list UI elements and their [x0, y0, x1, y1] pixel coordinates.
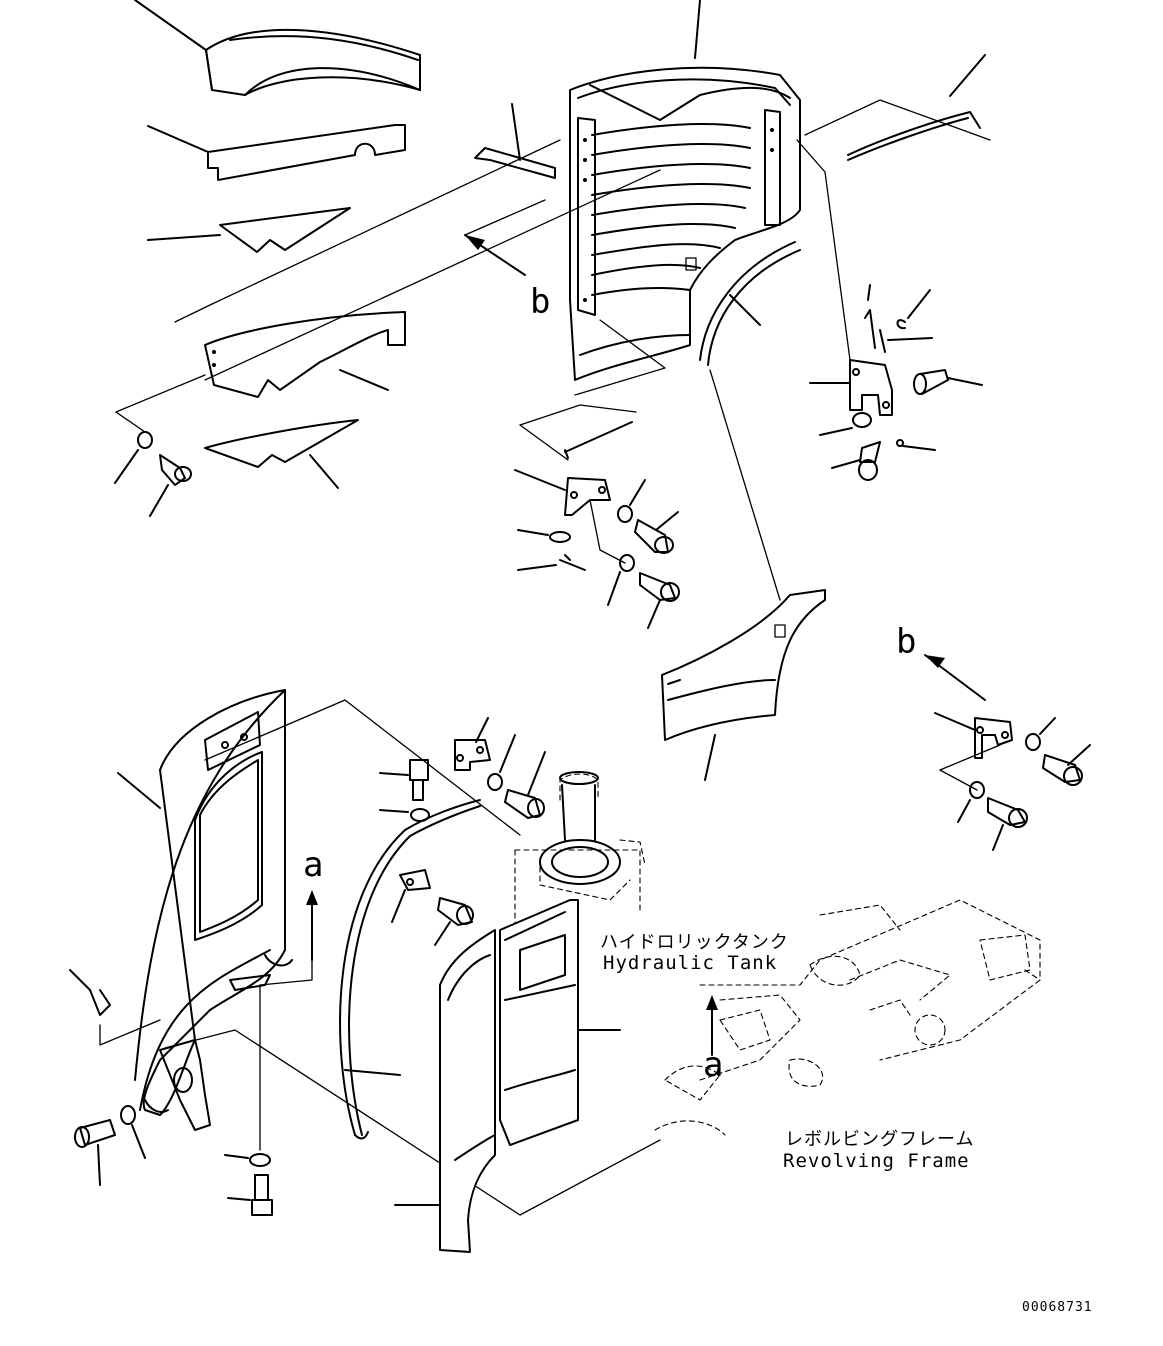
bolt-bottom-center [227, 1174, 273, 1216]
bolt-b-right-1 [1042, 744, 1091, 786]
bolt-right-1 [831, 441, 881, 481]
washer-b-right-1 [1025, 717, 1056, 751]
hinge-pin-right [913, 369, 983, 395]
seal-strip-long [339, 799, 481, 1140]
washer-center-3 [589, 499, 635, 606]
grille-cover-part [569, 0, 801, 381]
washer-bottom-left [120, 1105, 146, 1159]
hinge-bracket-b-right [934, 712, 1013, 771]
bolt-lower-2 [379, 759, 429, 801]
wedge-plate-2 [204, 419, 359, 489]
top-cap-part [134, 0, 421, 96]
bolt-bottom-left [74, 1119, 116, 1186]
hydraulic-tank-label-en: Hydraulic Tank [603, 952, 778, 974]
bolt-lower-3 [434, 897, 474, 946]
hinge-bracket-right [796, 139, 893, 416]
rubber-seal-strip [699, 241, 801, 366]
washer-center-2 [517, 529, 571, 543]
hinge-rod-center [519, 404, 637, 459]
hydraulic-tank-outline [514, 771, 646, 931]
wedge-plate-1 [147, 207, 351, 253]
view-b-arrow-right [924, 654, 986, 701]
view-a-arrow-left [259, 890, 318, 986]
view-b-arrow-top [464, 234, 526, 276]
bolt-left [149, 454, 192, 517]
pin-right [864, 284, 886, 353]
bolt-b-right-2 [987, 797, 1028, 851]
hydraulic-tank-label-ja: ハイドロリックタンク [600, 932, 789, 953]
center-tall-panel-part [499, 899, 621, 1146]
view-a-arrow-frame [706, 995, 718, 1056]
hinge-bracket-lower [454, 717, 491, 771]
pin-center [517, 554, 586, 571]
view-ref-b-right: b [896, 622, 918, 662]
revolving-frame-label-en: Revolving Frame [783, 1150, 970, 1172]
spring-clip-left [69, 969, 161, 1046]
washer-center-1 [617, 479, 646, 523]
fender-panel-part [661, 589, 826, 781]
view-ref-a-frame: a [703, 1045, 725, 1085]
washer-b-right-2 [939, 769, 985, 823]
top-right-rod [804, 54, 991, 161]
hinge-bracket-lower-2 [391, 869, 431, 923]
snap-ring-right [887, 289, 933, 341]
side-plate-large [115, 139, 561, 413]
bolt-center-2 [639, 572, 680, 629]
handle-part [474, 103, 556, 179]
washer-lower-2 [379, 808, 430, 822]
bolt-center-1 [634, 511, 679, 554]
front-corner-panel-part [394, 929, 496, 1253]
upper-bracket-plate [147, 124, 406, 181]
view-ref-a-left: a [303, 845, 325, 885]
washer-right [819, 412, 872, 436]
revolving-frame-outline [654, 899, 1041, 1136]
left-door-panel-part [117, 689, 521, 1131]
washer-bottom-center [224, 984, 271, 1167]
revolving-frame-label-ja: レボルビングフレーム [785, 1129, 975, 1150]
drawing-number: 00068731 [1022, 1300, 1093, 1315]
washer-left [114, 431, 153, 484]
washer-lower-1 [487, 734, 516, 791]
view-ref-b-top: b [530, 282, 552, 322]
bolt-lower-1 [504, 751, 546, 819]
